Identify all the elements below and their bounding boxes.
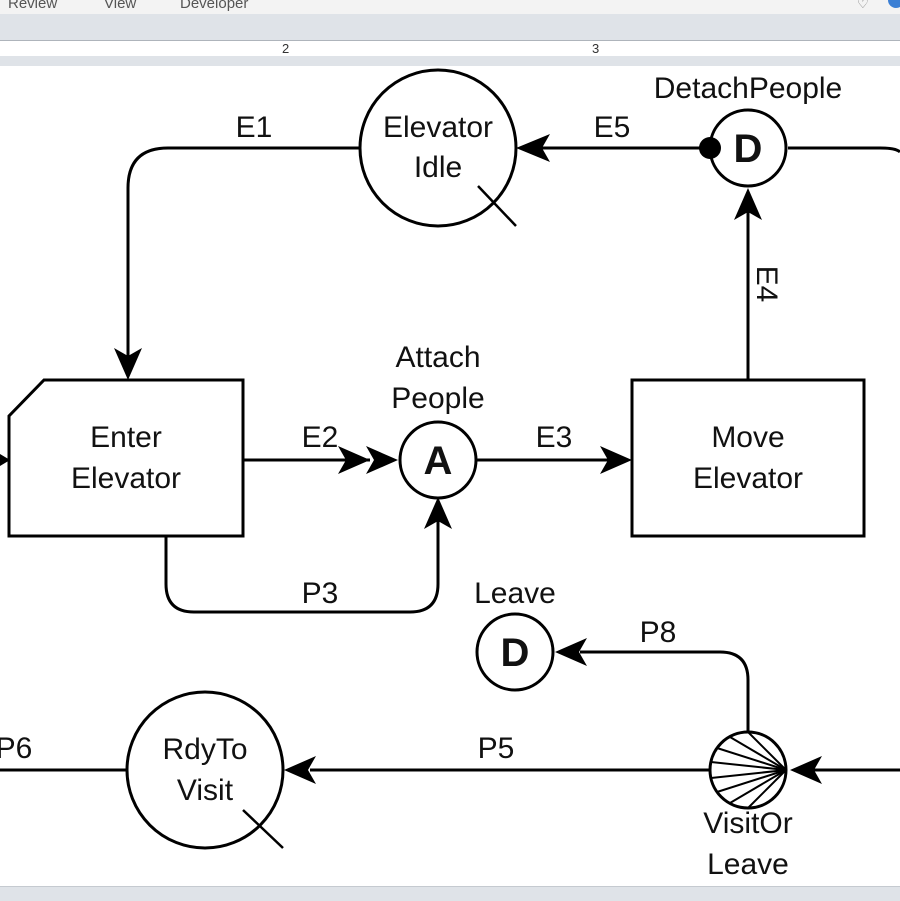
arrowhead-e5 (516, 134, 550, 162)
ruler-mark-2: 2 (282, 41, 290, 56)
edge-detach-out[interactable] (788, 146, 900, 154)
menu-review[interactable]: Review (8, 0, 58, 12)
arrowhead-e2-b (366, 446, 398, 474)
node-attach-people-symbol: A (424, 439, 453, 483)
edge-label-e1: E1 (236, 111, 273, 144)
arrowhead-e4 (734, 188, 762, 220)
node-attach-people-line1: Attach (395, 341, 480, 374)
edge-label-e5: E5 (594, 111, 631, 144)
arrowhead-p8 (555, 638, 587, 666)
arrowhead-p3 (424, 497, 452, 529)
edge-label-e2: E2 (302, 421, 339, 454)
edge-label-e3: E3 (536, 421, 573, 454)
node-elevator-idle-line1: Elevator (383, 111, 493, 144)
arrowhead-into-enter (0, 454, 10, 466)
node-rdy-to-visit-line2: Visit (177, 774, 234, 807)
horizontal-scrollbar[interactable] (0, 886, 900, 901)
edge-label-p5: P5 (478, 732, 515, 765)
node-visit-or-leave-line1: VisitOr (703, 807, 792, 840)
menu-view[interactable]: View (104, 0, 137, 12)
arrowhead-p5 (284, 756, 316, 784)
node-elevator-idle-line2: Idle (414, 151, 462, 184)
edge-e1[interactable] (126, 146, 360, 356)
node-leave-label: Leave (474, 577, 556, 610)
arrowhead-into-visitor (790, 756, 822, 784)
page-gap (0, 56, 900, 66)
arrowhead-e2-a (338, 446, 370, 474)
node-attach-people-line2: People (391, 382, 484, 415)
ruler-mark-3: 3 (592, 41, 600, 56)
node-move-elevator-line1: Move (711, 421, 784, 454)
node-enter-elevator[interactable]: Enter Elevator (7, 378, 245, 538)
node-enter-elevator-line1: Enter (90, 421, 162, 454)
node-leave[interactable]: D Leave (474, 577, 556, 692)
arrowhead-e3 (600, 446, 632, 474)
menu-bar: Review View Developer ♡ (0, 0, 900, 14)
node-detach-people-symbol: D (734, 127, 763, 171)
branch-fan-icon (710, 731, 787, 809)
node-elevator-idle[interactable]: Elevator Idle (358, 68, 518, 228)
node-detach-people[interactable]: D DetachPeople (654, 72, 842, 188)
node-rdy-to-visit-line1: RdyTo (162, 733, 247, 766)
node-enter-elevator-line2: Elevator (71, 462, 181, 495)
node-rdy-to-visit[interactable]: RdyTo Visit (125, 690, 285, 850)
menu-developer[interactable]: Developer (180, 0, 249, 12)
edge-p3[interactable] (164, 520, 440, 614)
node-attach-people[interactable]: A Attach People (391, 341, 485, 500)
edge-p8[interactable] (580, 650, 750, 732)
node-leave-symbol: D (501, 631, 530, 675)
node-visit-or-leave-line2: Leave (707, 848, 789, 881)
edge-label-p6: P6 (0, 732, 32, 765)
help-icon[interactable] (888, 0, 900, 8)
edge-label-p8: P8 (640, 616, 677, 649)
node-move-elevator-line2: Elevator (693, 462, 803, 495)
arrowhead-e1 (114, 348, 142, 380)
edge-label-p3: P3 (302, 577, 339, 610)
chevron-down-icon[interactable]: ♡ (857, 0, 869, 11)
node-detach-people-label: DetachPeople (654, 72, 842, 105)
node-visit-or-leave[interactable]: VisitOr Leave (703, 730, 793, 881)
node-move-elevator[interactable]: Move Elevator (630, 378, 866, 538)
edge-label-e4: E4 (750, 266, 783, 303)
